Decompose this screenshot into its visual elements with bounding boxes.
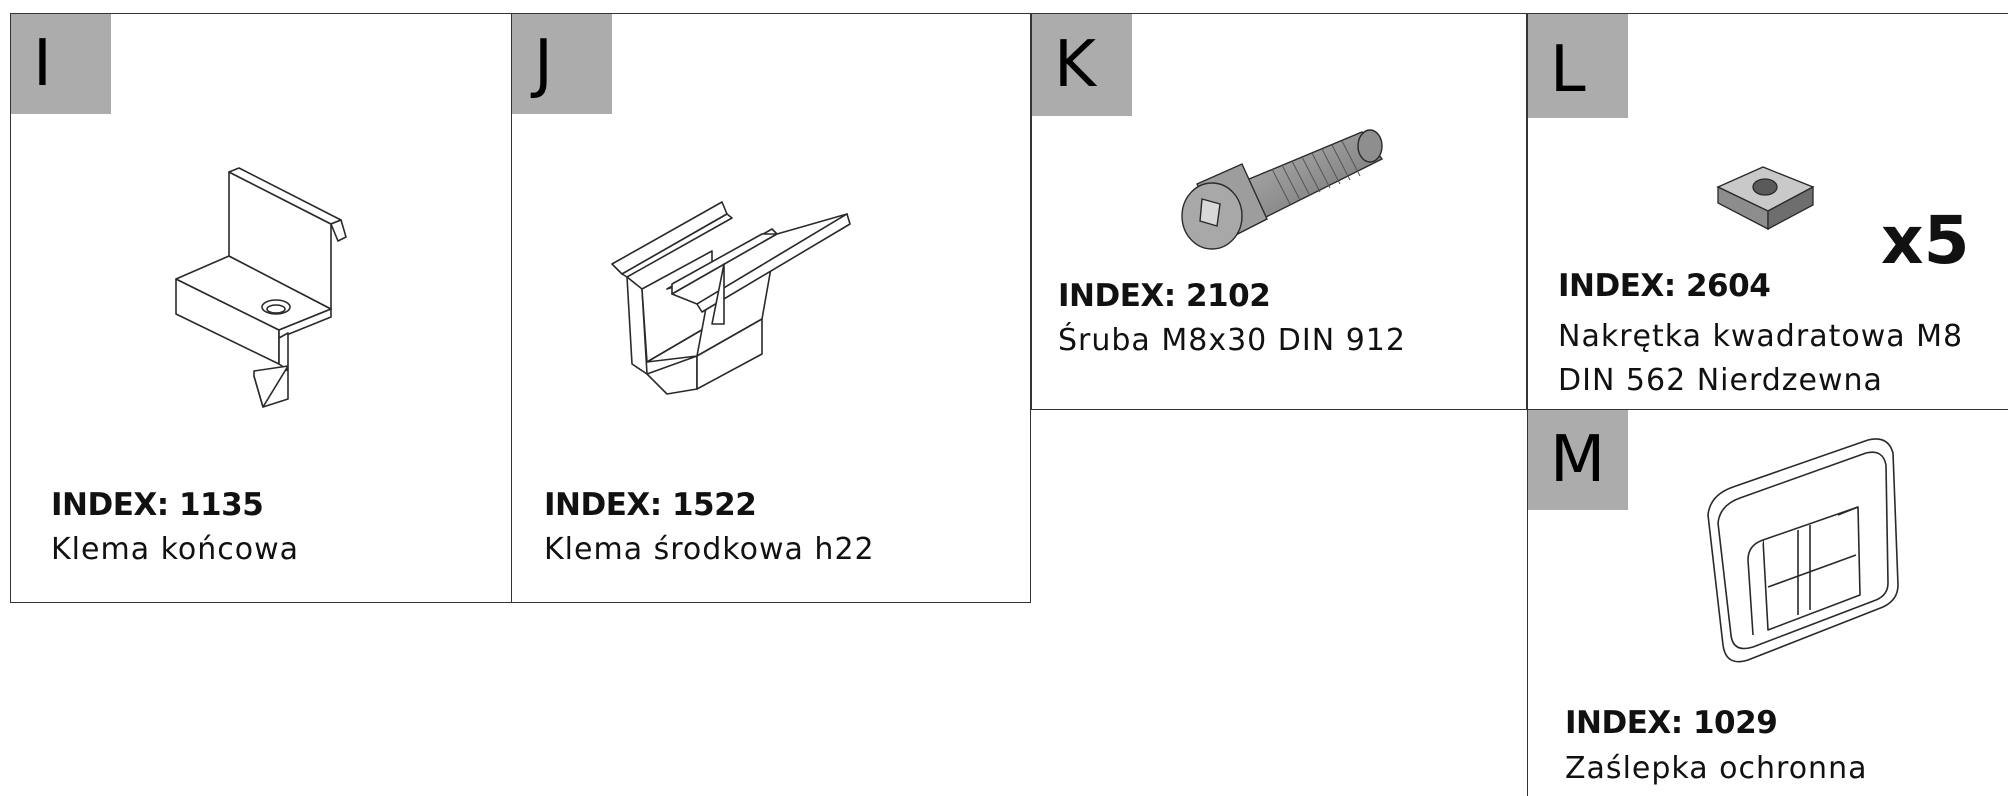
quantity-label: x5 xyxy=(1881,202,1970,279)
part-letter: L xyxy=(1528,14,1628,118)
index-label: INDEX: 2102 xyxy=(1058,278,1271,314)
part-card-m: M INDEX: 1029 Zaślepka ochronna xyxy=(1527,409,2008,796)
part-description: Nakrętka kwadratowa M8 xyxy=(1558,319,1964,354)
part-letter: K xyxy=(1032,14,1132,116)
part-card-j: J INDEX: 1522 Klema środkowa h22 xyxy=(511,13,1031,603)
part-card-i: I INDEX: 1135 Klema końcowa xyxy=(10,13,512,603)
part-letter: J xyxy=(512,14,612,114)
socket-bolt-drawing xyxy=(1172,124,1412,284)
index-label: INDEX: 1135 xyxy=(51,487,264,523)
part-description: Zaślepka ochronna xyxy=(1565,751,1868,786)
part-description: Śruba M8x30 DIN 912 xyxy=(1058,323,1406,358)
mid-clamp-drawing xyxy=(602,184,872,404)
part-letter: I xyxy=(11,14,111,114)
index-label: INDEX: 2604 xyxy=(1558,268,1771,304)
end-clamp-drawing xyxy=(161,154,421,424)
protective-cap-drawing xyxy=(1688,435,1928,695)
part-card-k: K INDEX: 2102 Śruba M8x30 DIN 912 xyxy=(1031,13,1527,410)
part-letter: M xyxy=(1528,410,1628,510)
part-description: Klema końcowa xyxy=(51,532,300,567)
part-description: Klema środkowa h22 xyxy=(544,532,875,567)
square-nut-drawing xyxy=(1713,159,1823,239)
part-card-l: L x5 INDEX: 2604 Nakrętka kwadratowa M8 … xyxy=(1527,13,2008,410)
index-label: INDEX: 1522 xyxy=(544,487,757,523)
part-description-line2: DIN 562 Nierdzewna xyxy=(1558,363,1883,398)
index-label: INDEX: 1029 xyxy=(1565,705,1778,741)
